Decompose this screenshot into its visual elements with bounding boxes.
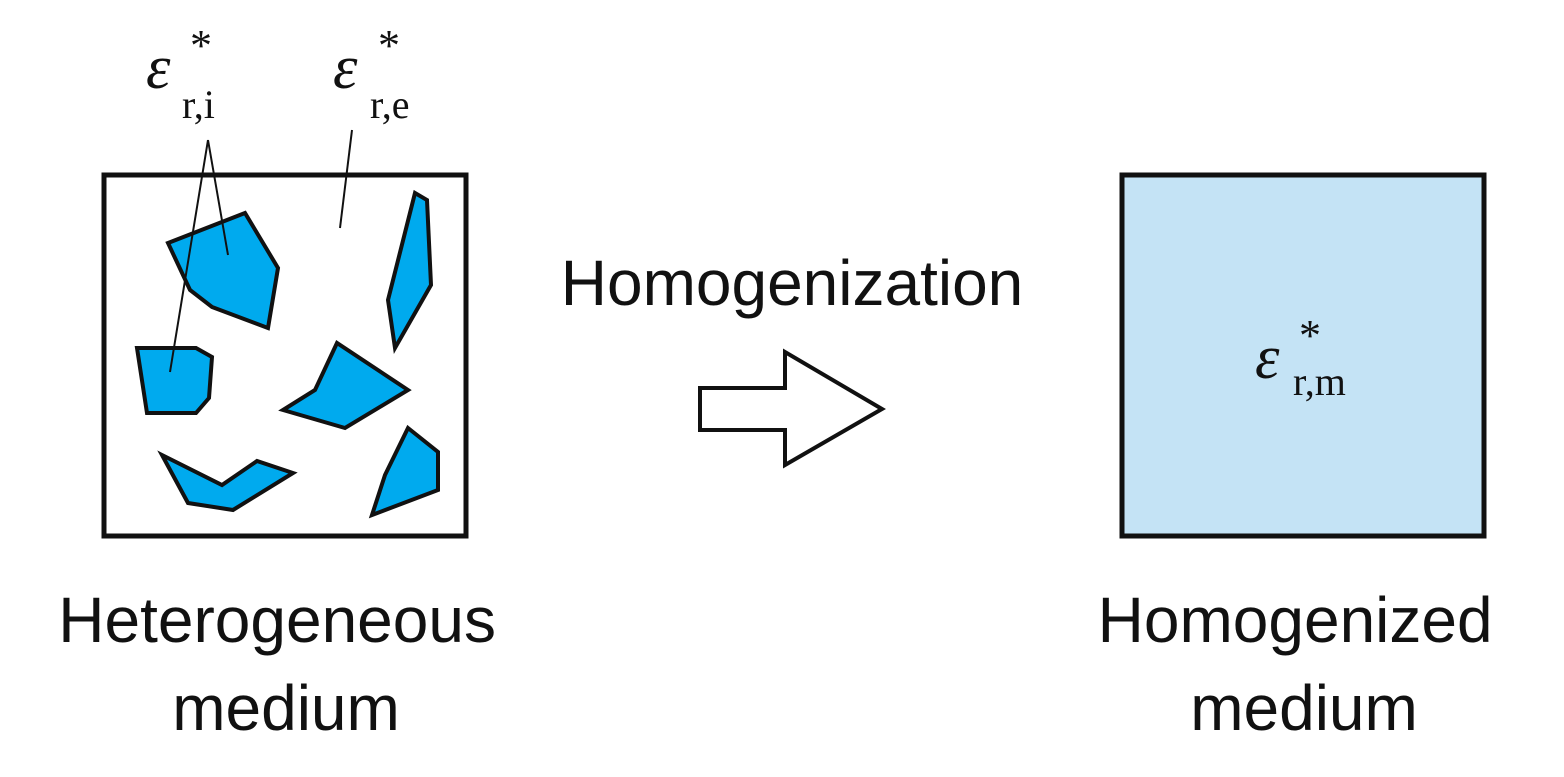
homogenized-symbol-base: ε bbox=[1255, 324, 1280, 392]
right-caption: Homogenized medium bbox=[1098, 584, 1511, 744]
matrix-symbol-sup: * bbox=[378, 21, 400, 70]
leader-line-inclusion-a bbox=[207, 139, 229, 256]
homogenized-symbol-sup: * bbox=[1299, 311, 1321, 360]
arrow-icon bbox=[698, 348, 886, 469]
inclusion-symbol-sub: r,i bbox=[182, 82, 215, 127]
left-caption-line2: medium bbox=[172, 672, 400, 744]
inclusion-1 bbox=[165, 210, 281, 331]
matrix-symbol-base: ε bbox=[333, 34, 358, 102]
heterogeneous-medium bbox=[101, 129, 469, 539]
left-caption: Heterogeneous medium bbox=[58, 584, 513, 744]
inclusion-symbol-base: ε bbox=[146, 34, 171, 102]
inclusion-4 bbox=[278, 340, 412, 431]
matrix-symbol-sub: r,e bbox=[370, 82, 409, 127]
left-caption-line1: Heterogeneous bbox=[58, 584, 496, 656]
homogenized-symbol-sub: r,m bbox=[1293, 359, 1346, 404]
right-caption-line2: medium bbox=[1190, 672, 1418, 744]
process-label: Homogenization bbox=[561, 247, 1024, 319]
inclusion-symbol-sup: * bbox=[190, 21, 212, 70]
inclusion-permittivity-label: ε * r,i bbox=[146, 21, 216, 127]
right-caption-line1: Homogenized bbox=[1098, 584, 1493, 656]
leader-line-matrix bbox=[339, 129, 353, 229]
inclusion-2 bbox=[134, 346, 215, 415]
homogenized-box bbox=[1119, 172, 1487, 539]
matrix-permittivity-label: ε * r,e bbox=[333, 21, 409, 127]
inclusion-3 bbox=[385, 189, 434, 355]
inclusion-6 bbox=[368, 424, 440, 519]
inclusion-5 bbox=[157, 450, 298, 513]
leader-line-inclusion-b bbox=[169, 139, 209, 373]
homogenized-permittivity-label: ε * r,m bbox=[1255, 311, 1346, 404]
